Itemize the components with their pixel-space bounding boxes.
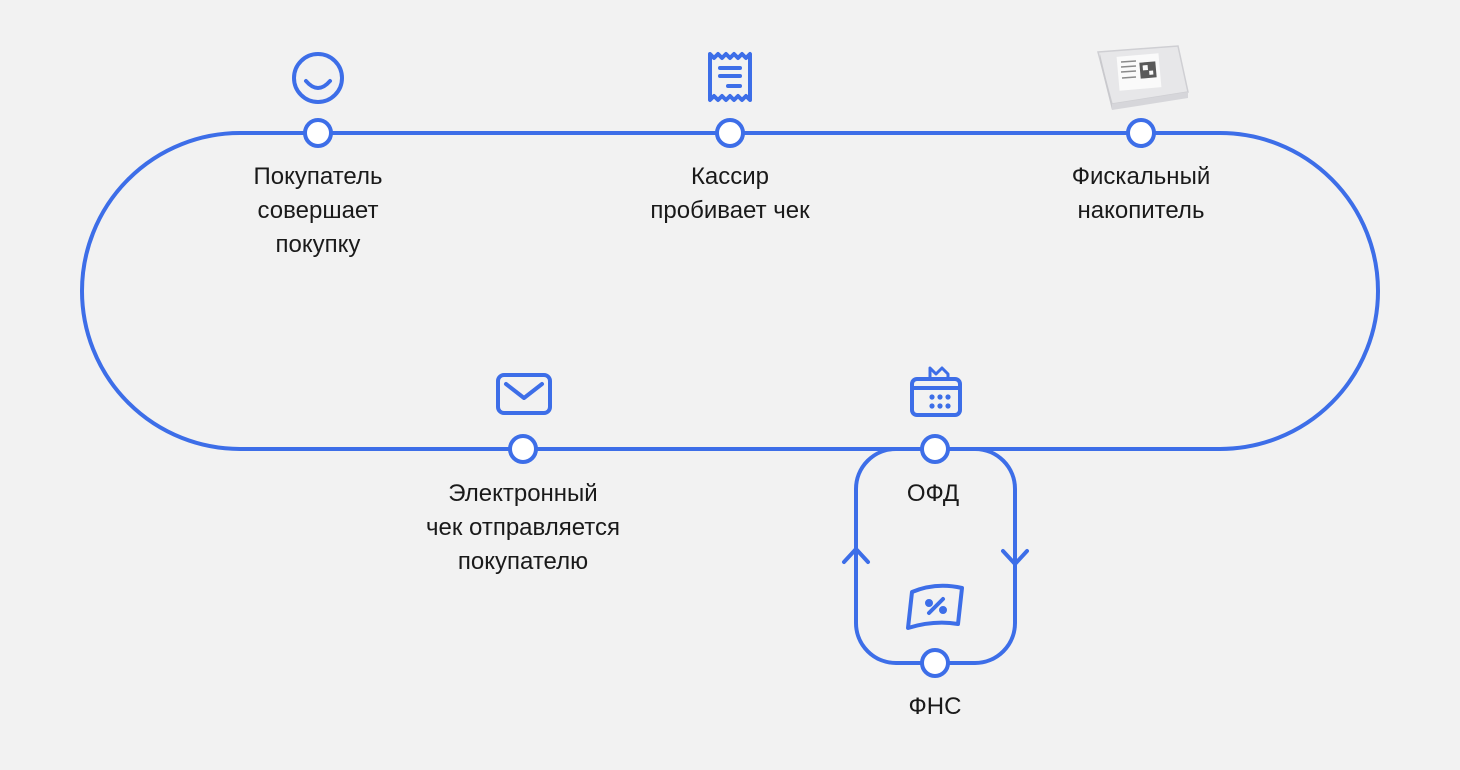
node-ofd [920,434,950,464]
receipt-icon [708,52,752,102]
tax-percent-icon [906,583,964,630]
label-email: Электронный чек отправляется покупателю [426,480,620,575]
main-loop-line [80,131,1380,451]
arrow-up-icon [842,547,870,564]
label-ofd: ОФД [906,480,960,507]
node-cashier [715,118,745,148]
envelope-icon [496,373,552,415]
calendar-register-icon [910,366,962,417]
node-fiscal-drive [1126,118,1156,148]
node-email [508,434,538,464]
fiscal-drive-image [1097,45,1189,110]
smile-icon [292,52,344,104]
arrow-down-icon [1001,549,1029,566]
label-buyer: Покупатель совершает покупку [253,163,383,258]
label-fiscal-drive: Фискальный накопитель [1071,163,1211,224]
label-fns: ФНС [908,693,962,720]
node-fns [920,648,950,678]
label-cashier: Кассир пробивает чек [650,163,810,224]
node-buyer [303,118,333,148]
